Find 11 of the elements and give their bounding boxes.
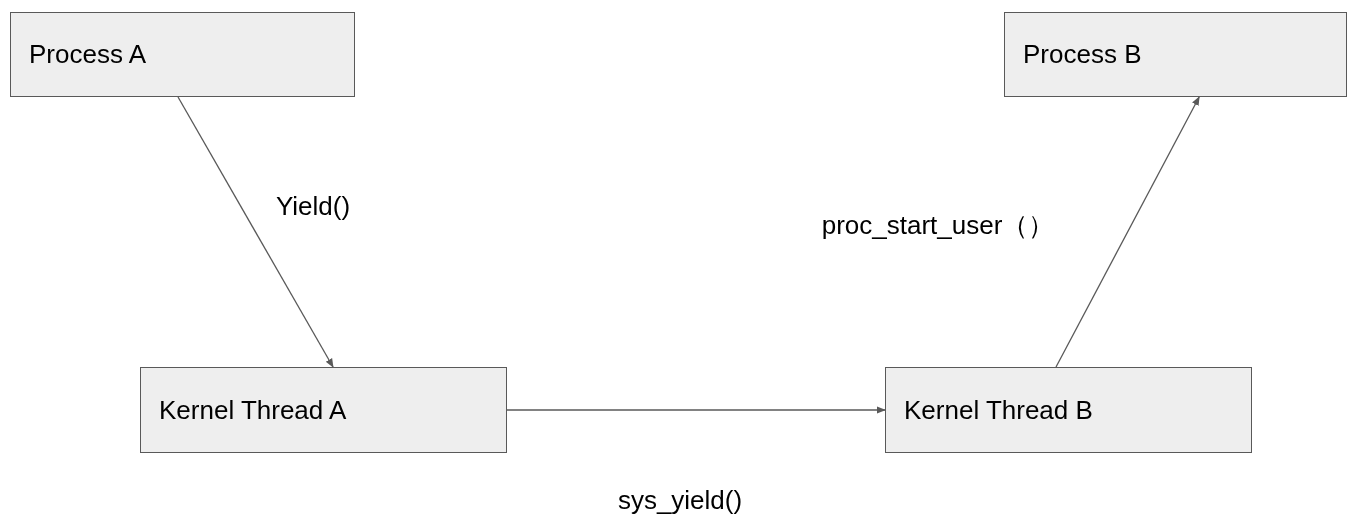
process-box (1004, 12, 1347, 97)
box-label: Kernel Thread A (159, 394, 347, 426)
process-box (140, 367, 507, 453)
box-label: Process B (1023, 39, 1142, 70)
process-box (885, 367, 1252, 453)
arrow (177, 96, 334, 368)
arrow (506, 406, 886, 414)
arrow (1055, 96, 1200, 368)
process-box (10, 12, 355, 97)
box-label: Kernel Thread B (904, 394, 1093, 426)
box-label: Process A (29, 39, 147, 70)
